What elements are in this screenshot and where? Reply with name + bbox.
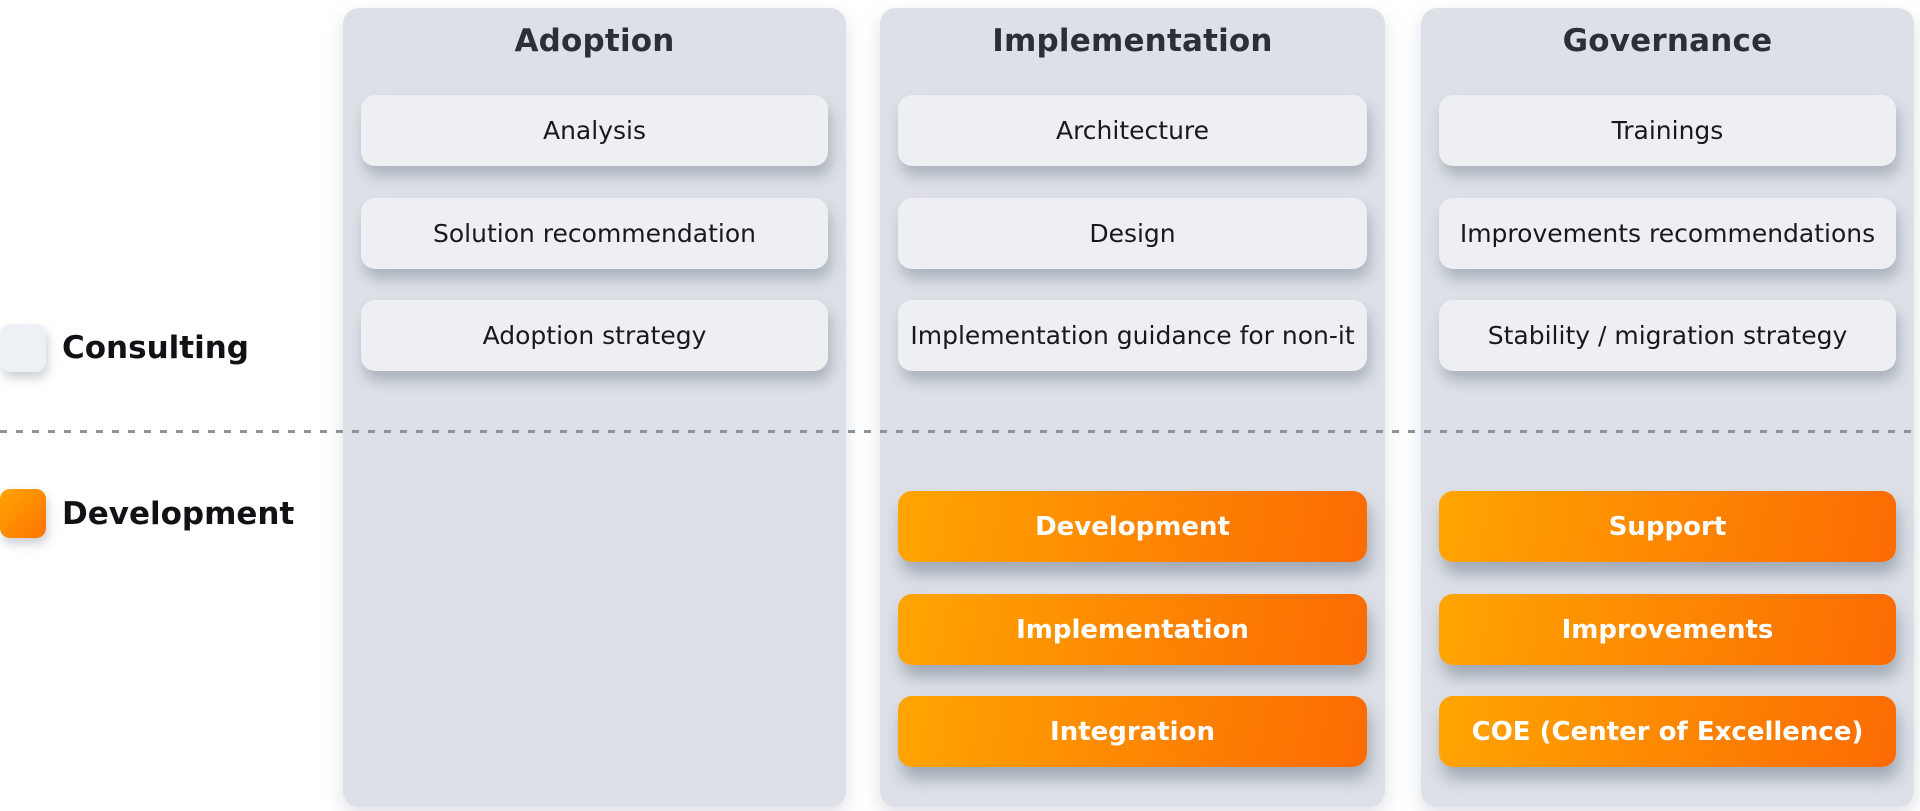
consulting-item-card: Improvements recommendations <box>1439 198 1896 269</box>
column-adoption: Adoption Analysis Solution recommendatio… <box>343 8 846 807</box>
consulting-item-card: Architecture <box>898 95 1367 166</box>
development-item-card: Implementation <box>898 594 1367 665</box>
development-item-card: Support <box>1439 491 1896 562</box>
consulting-item-card: Implementation guidance for non-it <box>898 300 1367 371</box>
consulting-development-divider <box>0 430 1920 433</box>
consulting-item-card: Analysis <box>361 95 828 166</box>
consulting-legend-label: Consulting <box>62 330 249 366</box>
development-item-card: Development <box>898 491 1367 562</box>
consulting-item-card: Solution recommendation <box>361 198 828 269</box>
column-governance: Governance Trainings Improvements recomm… <box>1421 8 1914 807</box>
consulting-item-card: Design <box>898 198 1367 269</box>
column-title: Governance <box>1562 23 1773 59</box>
consulting-item-card: Stability / migration strategy <box>1439 300 1896 371</box>
development-legend-label: Development <box>62 496 295 532</box>
consulting-legend-swatch <box>0 324 46 372</box>
development-item-card: Improvements <box>1439 594 1896 665</box>
column-implementation: Implementation Architecture Design Imple… <box>880 8 1385 807</box>
column-title: Implementation <box>992 23 1273 59</box>
development-item-card: Integration <box>898 696 1367 767</box>
development-legend-swatch <box>0 489 46 538</box>
development-item-card: COE (Center of Excellence) <box>1439 696 1896 767</box>
column-title: Adoption <box>514 23 675 59</box>
consulting-item-card: Adoption strategy <box>361 300 828 371</box>
consulting-item-card: Trainings <box>1439 95 1896 166</box>
